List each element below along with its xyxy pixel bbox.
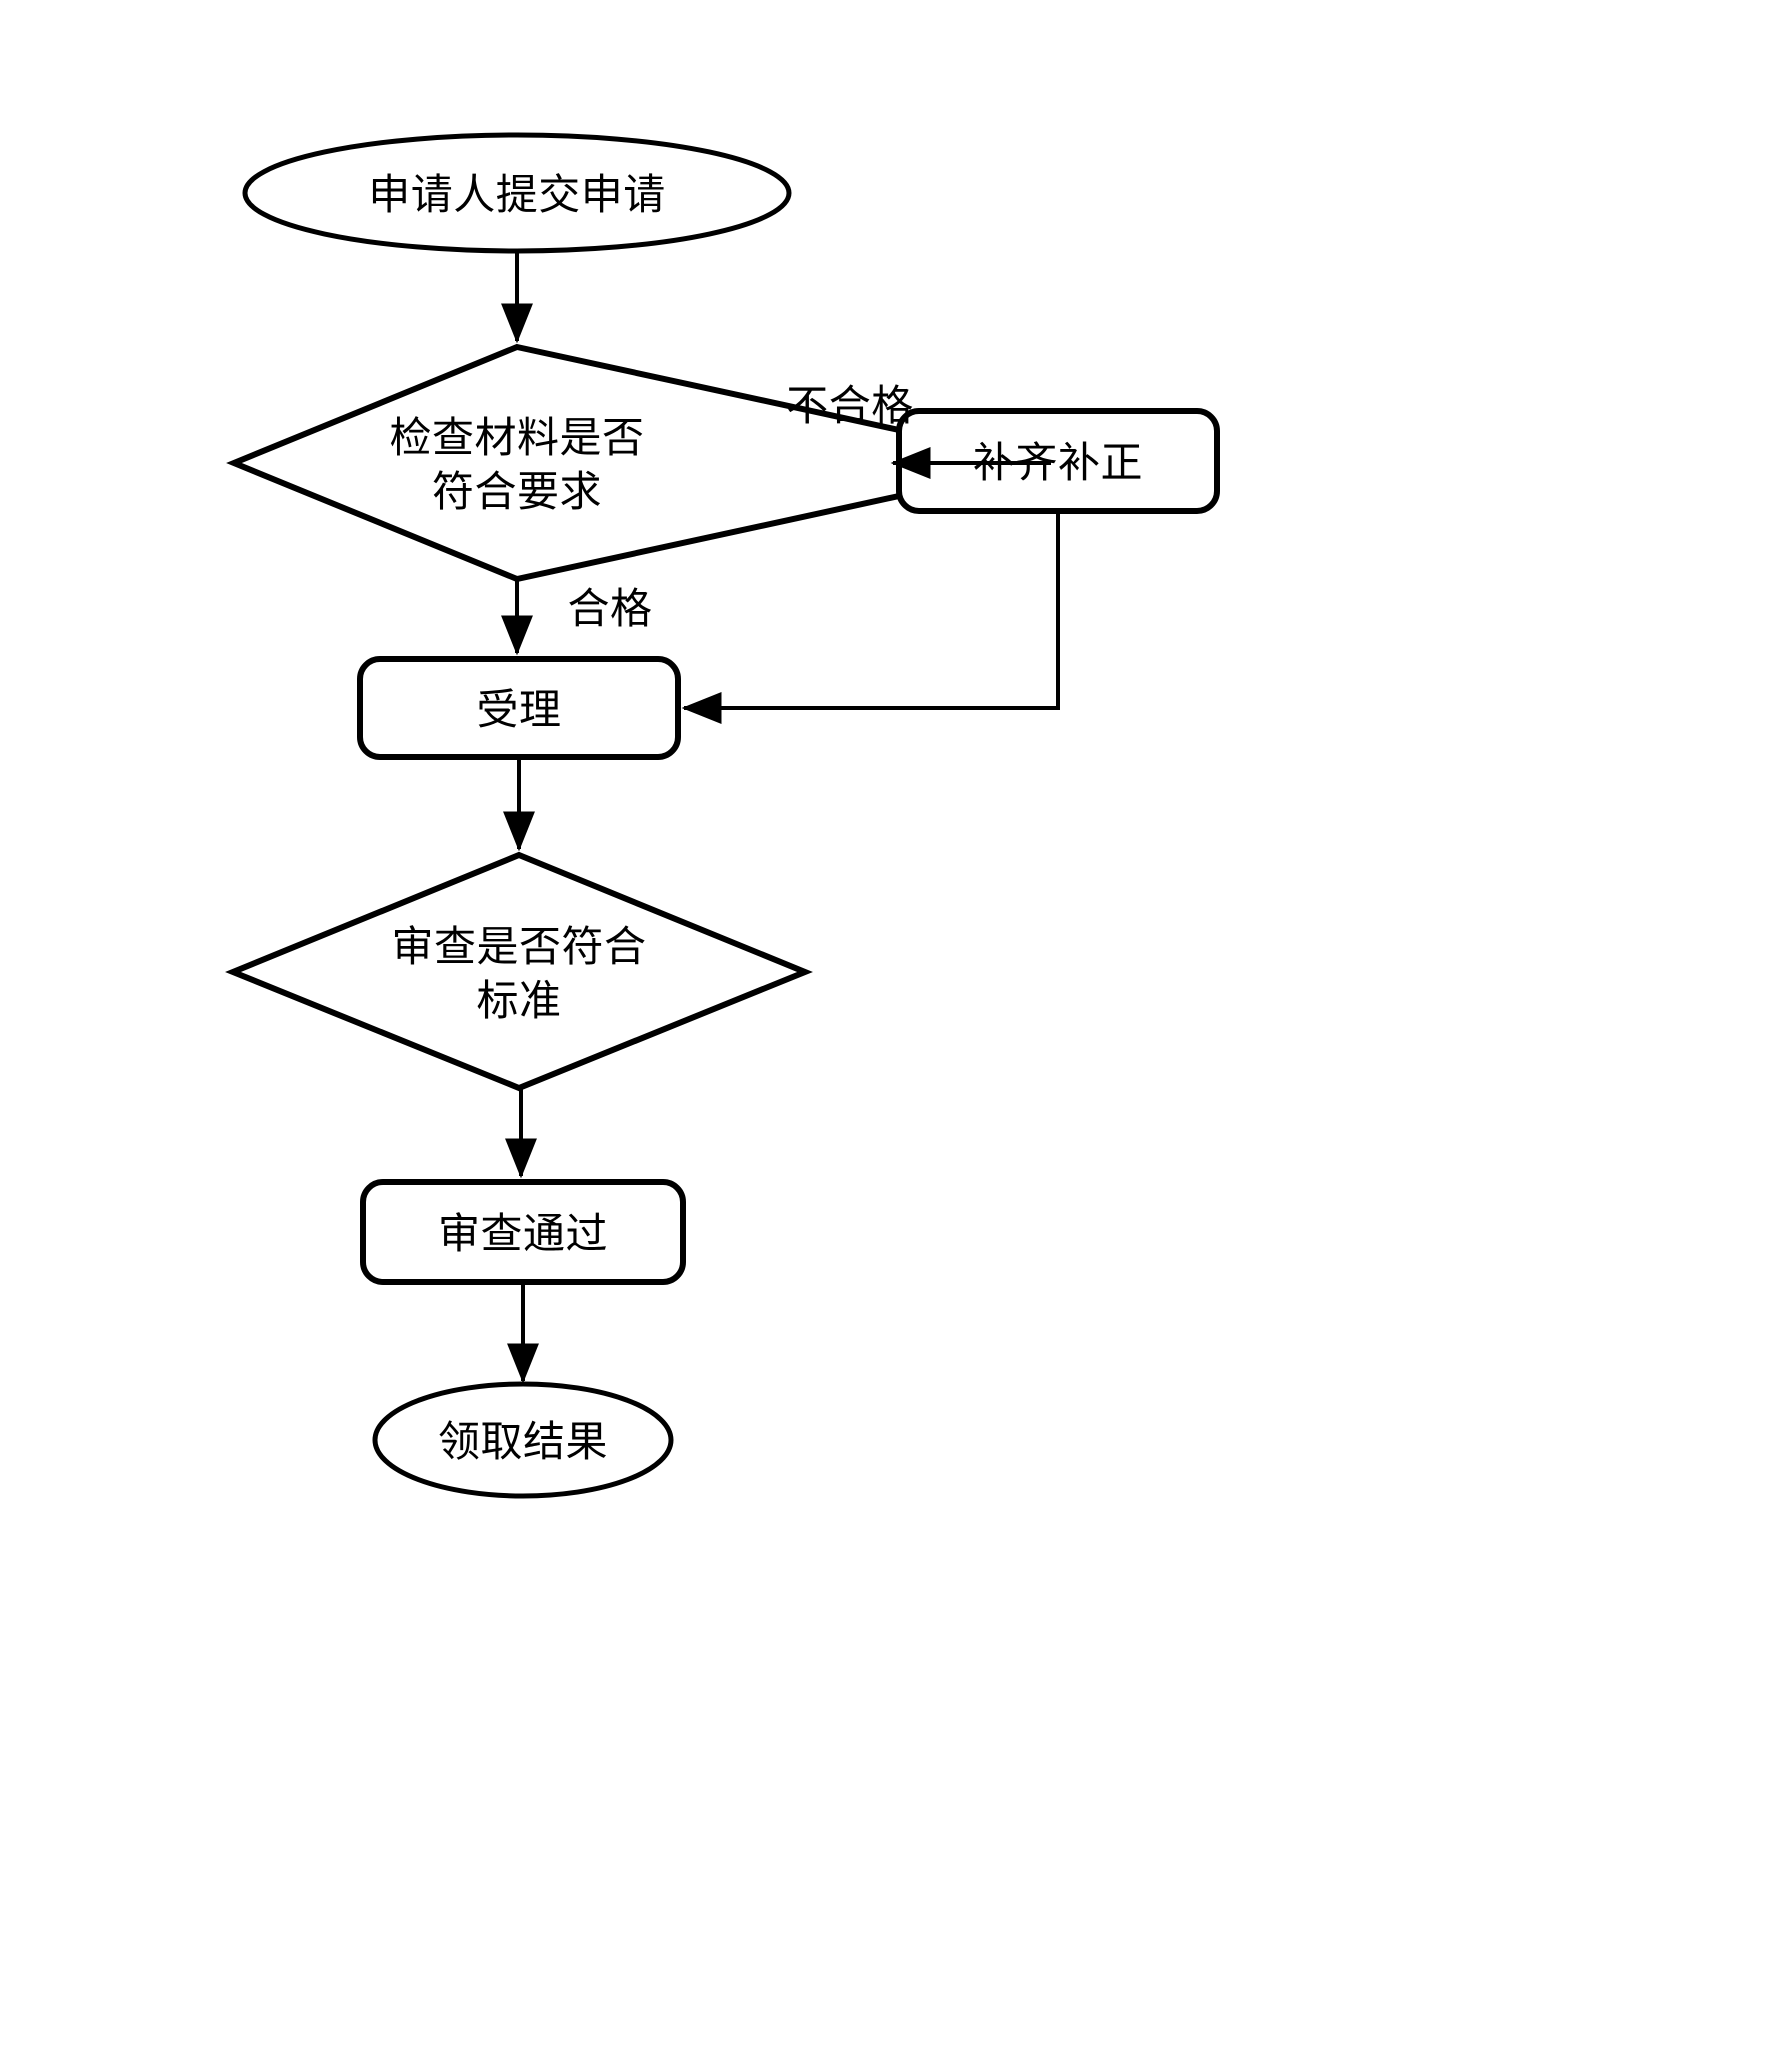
node-start-shape[interactable] <box>242 132 792 254</box>
edge-supplement-to-accept <box>681 511 1060 724</box>
node-review-standard-shape[interactable] <box>225 851 813 1092</box>
node-accept-shape[interactable] <box>357 656 681 760</box>
node-end-shape[interactable] <box>372 1381 674 1499</box>
edge-label-not-qualified: 不合格 <box>786 384 914 430</box>
node-review-passed-shape[interactable] <box>360 1179 686 1285</box>
edge-label-qualified: 合格 <box>567 587 653 633</box>
